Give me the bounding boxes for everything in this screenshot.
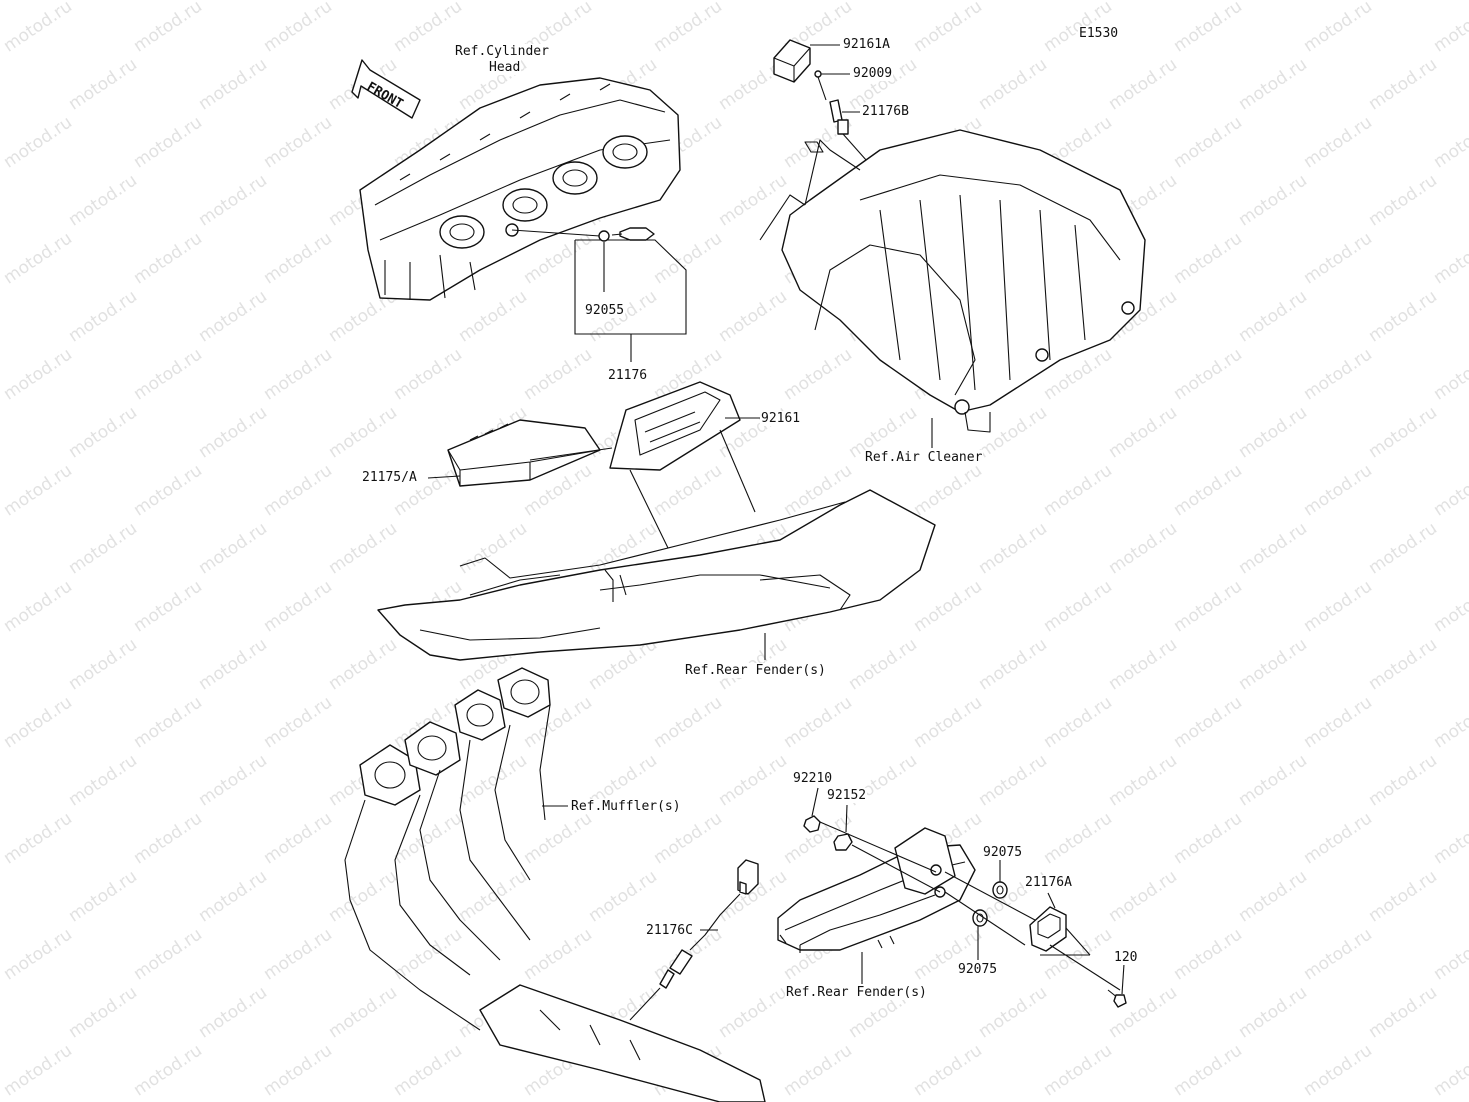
label-92161: 92161 [760, 411, 802, 426]
label-92009: 92009 [852, 66, 894, 81]
label-92152: 92152 [826, 788, 868, 803]
cylinder-head [359, 77, 681, 301]
label-21176: 21176 [607, 368, 649, 383]
exhaust-headers [344, 667, 766, 1102]
label-92075-top: 92075 [982, 845, 1024, 860]
label-92161A: 92161A [842, 37, 891, 52]
label-21175A: 21175/A [361, 470, 418, 485]
sensor-21176-group [511, 227, 687, 362]
front-arrow: FRONT [351, 59, 421, 119]
label-21176C: 21176C [645, 923, 694, 938]
label-21176B: 21176B [861, 104, 910, 119]
label-ref-rear-fender-2: Ref.Rear Fender(s) [785, 985, 928, 1000]
label-ref-air-cleaner: Ref.Air Cleaner [864, 450, 984, 465]
label-ref-muffler: Ref.Muffler(s) [570, 799, 682, 814]
label-ref-cylinder-head-1: Ref.Cylinder [454, 44, 550, 59]
o2-sensor-21176C [629, 859, 759, 1021]
air-cleaner [759, 129, 1146, 448]
rear-fender-lower [777, 827, 976, 984]
small-hardware [803, 787, 1127, 1008]
label-120: 120 [1113, 950, 1139, 965]
label-92210: 92210 [792, 771, 834, 786]
label-21176A: 21176A [1024, 875, 1073, 890]
ecu-21175A [427, 419, 613, 487]
sensor-21176B-group [773, 39, 899, 197]
label-92055: 92055 [584, 303, 626, 318]
rear-fender-upper [377, 489, 936, 661]
label-ref-rear-fender-1: Ref.Rear Fender(s) [684, 663, 827, 678]
diagram-code: E1530 [1078, 26, 1120, 41]
label-92075-bottom: 92075 [957, 962, 999, 977]
label-ref-cylinder-head-2: Head [488, 60, 522, 75]
ecu-holder-92161 [609, 381, 760, 549]
